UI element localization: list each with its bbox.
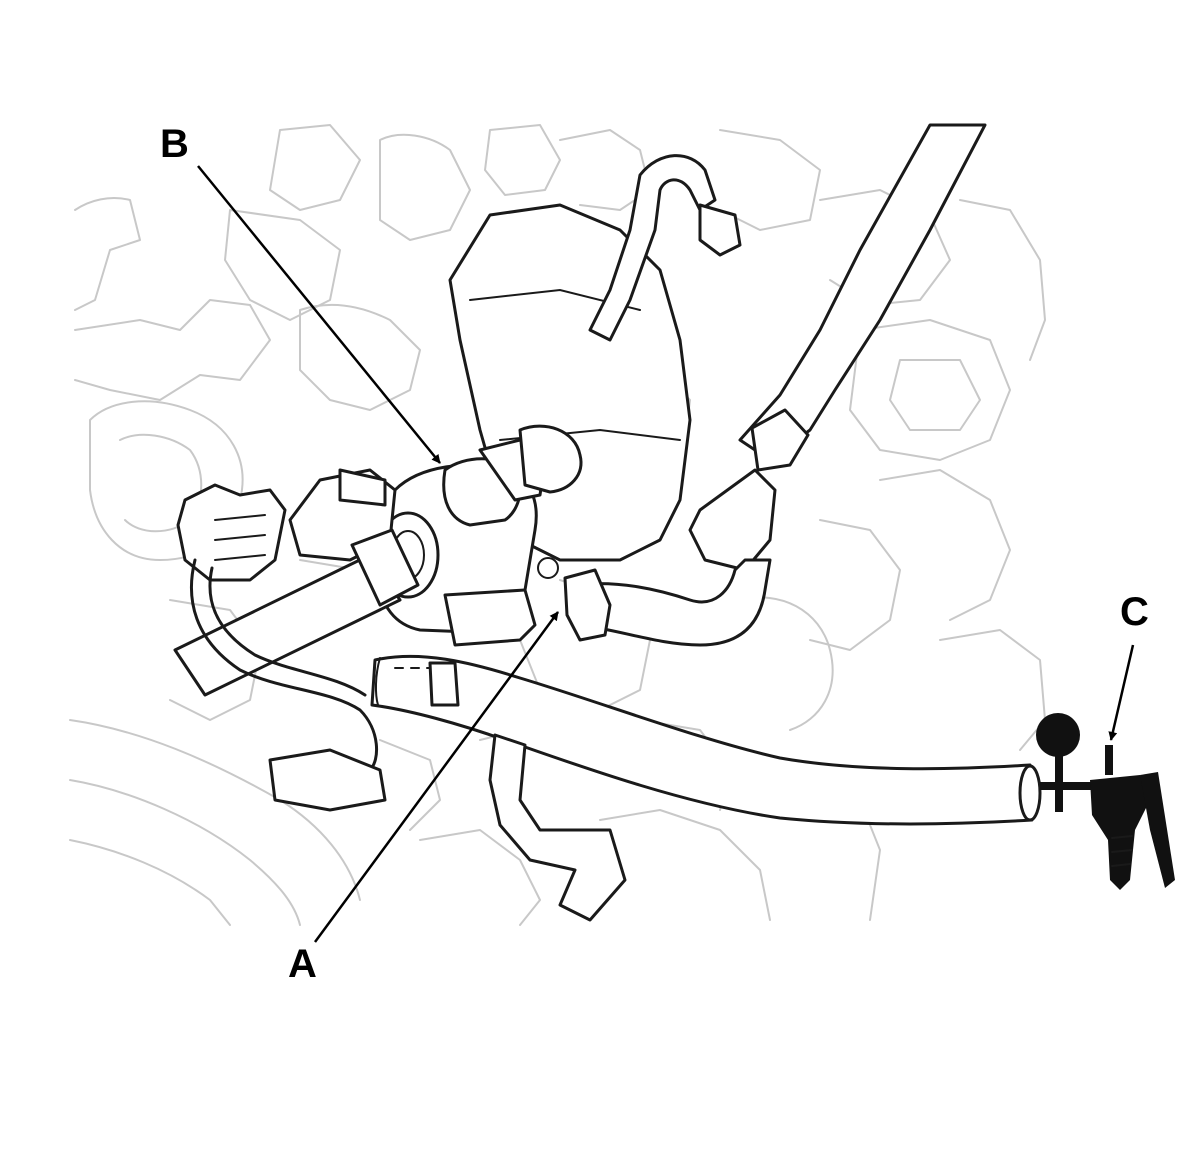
leader-line-a [313,611,560,943]
vacuum-pump [1036,713,1175,890]
upper-right-hose [688,123,987,572]
engine-bay-background [69,124,1046,926]
valve-outlet-hose [537,557,772,647]
callout-label-c: C [1120,590,1149,634]
lower-pipe [268,733,627,922]
upper-small-hose [588,154,742,342]
callout-label-b: B [160,122,189,166]
test-hose [370,654,1042,826]
callout-label-a: A [288,942,317,986]
purge-valve [376,424,583,647]
leader-line-b [197,165,441,464]
leader-line-c [1108,644,1135,741]
wire-harness [189,558,379,772]
left-hose [173,528,420,697]
